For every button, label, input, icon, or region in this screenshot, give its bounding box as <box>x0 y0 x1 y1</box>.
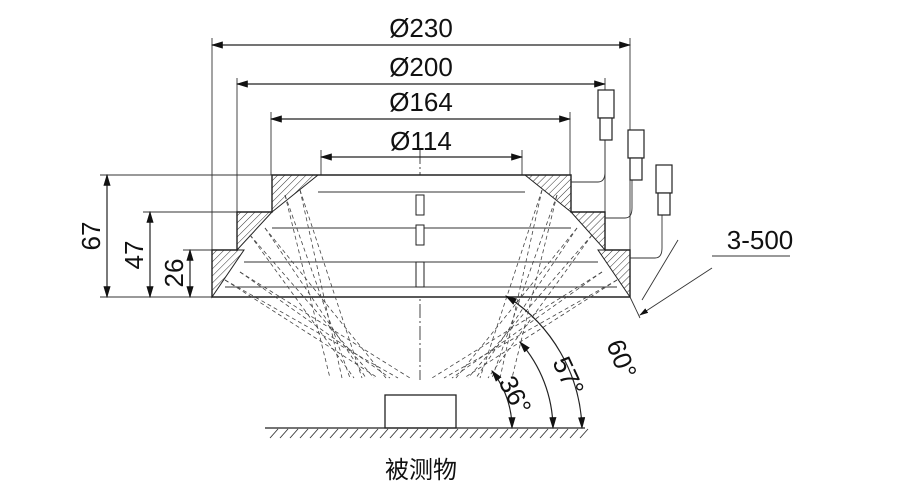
hatch-line <box>529 428 539 439</box>
hatch-line <box>509 428 519 439</box>
light-ray <box>479 189 543 379</box>
light-ray <box>475 227 578 379</box>
height-dimensions: 67 47 26 <box>76 173 194 299</box>
hatch-line <box>569 428 579 439</box>
light-ray <box>284 194 351 379</box>
ring-light-body <box>211 174 631 299</box>
dim-d200: Ø200 <box>389 52 453 82</box>
diameter-dimensions: Ø230 Ø200 Ø164 Ø114 <box>210 13 632 161</box>
hatch-line <box>579 428 589 439</box>
cables <box>571 140 790 319</box>
light-ray <box>249 234 375 379</box>
light-ray <box>224 279 399 379</box>
hatch-line <box>549 428 559 439</box>
angle-60: 60° <box>600 335 643 383</box>
hatch-line <box>369 428 379 439</box>
hatch-line <box>499 428 509 439</box>
angle-36: 36° <box>493 371 538 420</box>
hatch-line <box>359 428 369 439</box>
hatch-line <box>519 428 529 439</box>
light-ray <box>264 227 367 379</box>
hatch-line <box>479 428 489 439</box>
hatch-line <box>379 428 389 439</box>
hatch-line <box>559 428 569 439</box>
angle-57: 57° <box>547 352 591 400</box>
hatch-line <box>439 428 449 439</box>
hatch-line <box>279 428 289 439</box>
hatch-line <box>289 428 299 439</box>
hatch-line <box>269 428 279 439</box>
dim-d164: Ø164 <box>389 87 453 117</box>
dim-h26: 26 <box>159 259 189 288</box>
connector-icons <box>597 89 673 216</box>
hatch-line <box>349 428 359 439</box>
hatch-line <box>299 428 309 439</box>
dim-d230: Ø230 <box>389 13 453 43</box>
angle-dimensions: 36° 57° 60° <box>491 295 643 430</box>
inspected-object <box>384 394 457 429</box>
hatch-line <box>409 428 419 439</box>
ground-hatch <box>269 428 589 439</box>
light-ray <box>284 194 331 379</box>
dim-d114: Ø114 <box>390 126 452 156</box>
light-ray <box>249 234 355 379</box>
light-ray <box>463 279 618 379</box>
cable-length-label: 3-500 <box>727 225 794 255</box>
light-ray <box>224 279 379 379</box>
hatch-line <box>329 428 339 439</box>
hatch-line <box>339 428 349 439</box>
hatch-line <box>539 428 549 439</box>
dim-h67: 67 <box>76 222 106 251</box>
hatch-line <box>389 428 399 439</box>
hatch-line <box>429 428 439 439</box>
light-ray <box>299 189 363 379</box>
hatch-line <box>419 428 429 439</box>
light-ray <box>239 271 411 379</box>
light-ray <box>239 271 391 379</box>
hatch-line <box>319 428 329 439</box>
dim-h47: 47 <box>119 241 149 270</box>
object-label: 被测物 <box>385 456 457 484</box>
hatch-line <box>309 428 319 439</box>
hatch-line <box>469 428 479 439</box>
hatch-line <box>489 428 499 439</box>
hatch-line <box>399 428 409 439</box>
light-ray <box>491 194 558 379</box>
hatch-line <box>459 428 469 439</box>
hatch-line <box>449 428 459 439</box>
